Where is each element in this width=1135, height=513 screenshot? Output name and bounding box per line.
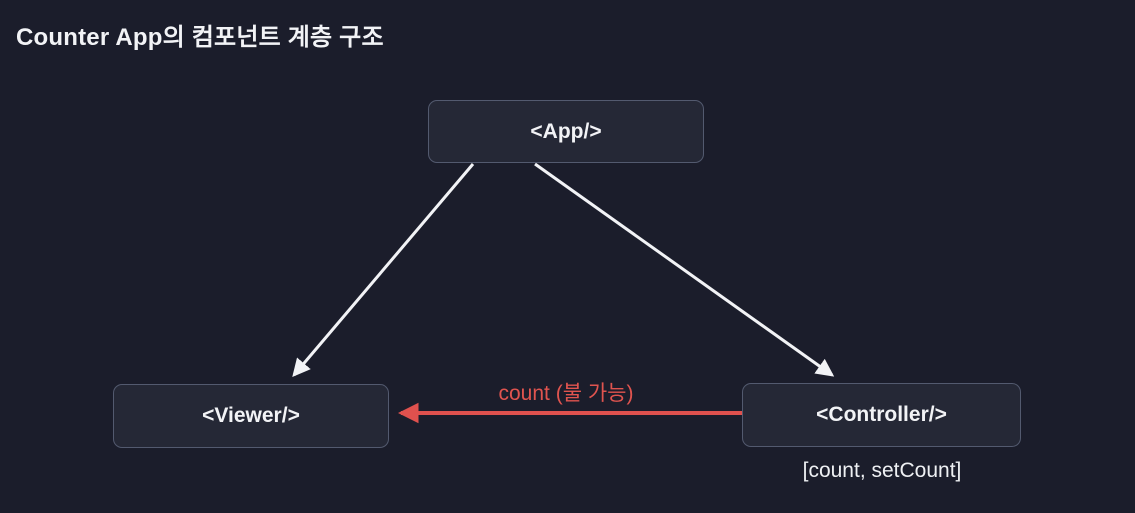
edge-app-to-viewer [292,163,475,378]
node-viewer-label: <Viewer/> [202,404,300,427]
edge-count-label: count (불 가능) [498,382,634,405]
edge-app-to-controller [534,162,835,377]
node-viewer: <Viewer/> [113,384,389,448]
node-app: <App/> [428,100,704,163]
page-title: Counter App의 컴포넌트 계층 구조 [16,24,384,51]
node-controller-label: <Controller/> [816,403,947,426]
node-app-label: <App/> [530,119,602,143]
node-controller: <Controller/> [742,383,1021,447]
controller-state-label: [count, setCount] [802,459,962,482]
